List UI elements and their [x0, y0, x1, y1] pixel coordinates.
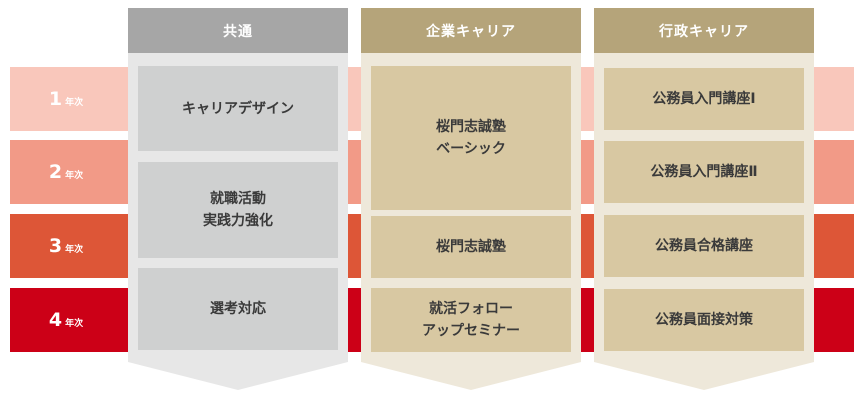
course-label: 桜門志誠塾	[436, 119, 506, 135]
course-label: 桜門志誠塾	[436, 239, 506, 255]
course-career-design: キャリアデザイン	[138, 66, 338, 151]
course-label: 就活フォロー	[429, 301, 513, 317]
government-career-column: 行政キャリア 公務員入門講座Ⅰ 公務員入門講座Ⅱ 公務員合格講座 公務員面接対策	[594, 8, 814, 390]
year-number: 2	[48, 161, 63, 183]
course-job-hunting-practice: 就職活動 実践力強化	[138, 162, 338, 258]
course-label: 公務員入門講座Ⅱ	[650, 164, 758, 180]
year-number: 1	[48, 88, 63, 110]
course-label: アップセミナー	[422, 323, 520, 339]
year-suffix: 年次	[65, 245, 84, 255]
year-suffix: 年次	[65, 171, 84, 181]
course-ohmon-basic: 桜門志誠塾 ベーシック	[371, 66, 571, 210]
course-label: 公務員入門講座Ⅰ	[652, 91, 756, 107]
year-suffix: 年次	[65, 98, 84, 108]
course-civil-interview: 公務員面接対策	[604, 289, 804, 351]
course-ohmon: 桜門志誠塾	[371, 216, 571, 278]
course-civil-intro-1: 公務員入門講座Ⅰ	[604, 68, 804, 130]
year-number: 4	[48, 309, 63, 331]
common-column-header: 共通	[223, 23, 253, 40]
course-label: 公務員面接対策	[655, 312, 753, 328]
course-label: 就職活動	[210, 191, 266, 207]
course-followup-seminar: 就活フォロー アップセミナー	[371, 288, 571, 352]
course-label: 公務員合格講座	[655, 238, 753, 254]
year-number: 3	[48, 235, 63, 257]
course-civil-intro-2: 公務員入門講座Ⅱ	[604, 141, 804, 203]
course-label: 実践力強化	[203, 213, 273, 229]
common-column: 共通 キャリアデザイン 就職活動 実践力強化 選考対応	[128, 8, 348, 390]
government-column-header: 行政キャリア	[659, 23, 749, 40]
course-label: キャリアデザイン	[182, 100, 294, 117]
corporate-column-header: 企業キャリア	[426, 23, 516, 40]
year-suffix: 年次	[65, 319, 84, 329]
course-selection-response: 選考対応	[138, 268, 338, 350]
course-civil-pass: 公務員合格講座	[604, 215, 804, 277]
corporate-career-column: 企業キャリア 桜門志誠塾 ベーシック 桜門志誠塾 就活フォロー アップセミナー	[361, 8, 581, 390]
course-label: 選考対応	[210, 301, 266, 317]
course-label: ベーシック	[436, 141, 506, 157]
